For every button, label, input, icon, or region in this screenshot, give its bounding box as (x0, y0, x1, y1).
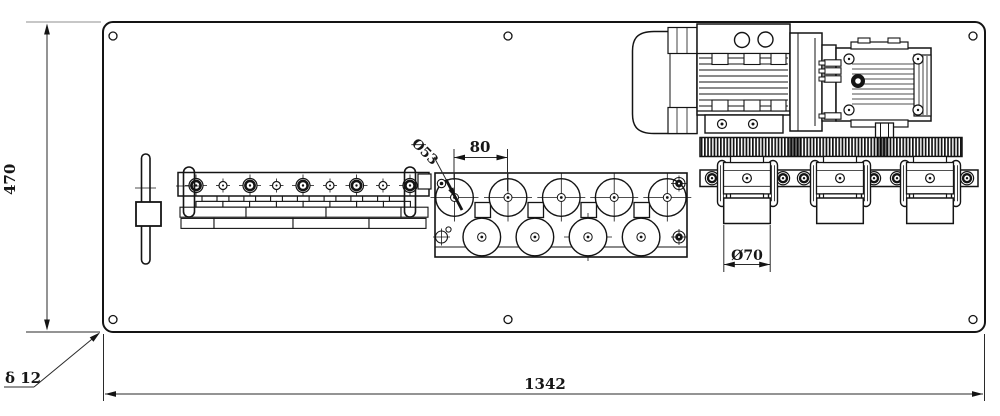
gearbox-side-bolts (818, 59, 842, 120)
bottom-roller (462, 217, 502, 257)
corner-bolt (433, 226, 452, 246)
mounting-hole (503, 31, 513, 41)
mounting-hole (108, 314, 118, 325)
leader-line (33, 334, 98, 388)
dim-bottom-roller: Ø70 (723, 225, 771, 272)
drive-bar-assembly (699, 155, 979, 225)
mounting-hole (503, 314, 513, 325)
dim-plate-length: 1342 (103, 334, 985, 401)
roller-block (417, 172, 692, 261)
dim-plate-height: 470 (1, 21, 101, 333)
gear-mesh (876, 138, 889, 156)
mounting-hole (968, 314, 978, 325)
label-plate-thickness: δ 12 (4, 330, 102, 388)
label-text-delta12: δ 12 (5, 369, 41, 387)
rail-end-clamp (403, 166, 417, 218)
rail-strips (179, 206, 429, 229)
straightener-rail (176, 166, 430, 229)
gear-train (699, 136, 963, 158)
terminal-box-plug (757, 31, 774, 48)
output-shaft (874, 122, 895, 139)
dim-text-470: 470 (1, 164, 19, 195)
roller-bracket (899, 155, 962, 225)
dim-text-80: 80 (470, 138, 491, 156)
mounting-hole (108, 31, 118, 41)
rail-end-clamp (182, 166, 196, 218)
wire-tensioner (135, 153, 162, 265)
gear-mesh (788, 138, 801, 156)
roller-bracket (809, 155, 872, 225)
dim-text-1342: 1342 (524, 375, 566, 393)
roller-bracket (716, 155, 779, 225)
gear-teeth-band (699, 136, 963, 158)
mounting-hole (968, 31, 978, 41)
tensioner-block (135, 201, 162, 227)
gearbox-fins (852, 63, 914, 105)
dim-text-d70: Ø70 (731, 248, 763, 264)
worm-gearbox (818, 37, 932, 139)
terminal-box-plug (733, 31, 751, 49)
motor-feet (704, 114, 784, 134)
electric-motor (631, 23, 837, 135)
motor-flange (789, 32, 823, 132)
dim-roller-spacing: 80 (453, 138, 508, 191)
